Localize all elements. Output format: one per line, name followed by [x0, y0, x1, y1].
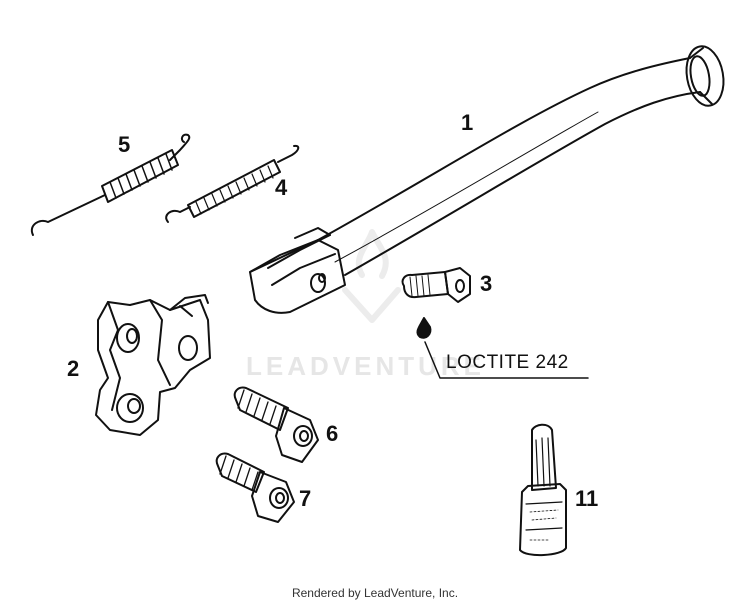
- bolt-7-part: [215, 452, 295, 523]
- watermark-logo: [342, 229, 401, 323]
- callout-bolt-7: 7: [299, 486, 312, 511]
- callout-bracket: 2: [67, 356, 80, 381]
- spring-short-part: [30, 133, 191, 236]
- callout-loctite-bottle: 11: [575, 486, 599, 511]
- callout-spring-short: 5: [118, 132, 131, 157]
- callout-bolt-small: 3: [480, 271, 493, 296]
- callout-spring-long: 4: [275, 175, 288, 200]
- loctite-annotation: LOCTITE 242: [446, 352, 569, 373]
- callout-bolt-6: 6: [326, 421, 339, 446]
- loctite-drop: [416, 317, 589, 379]
- spring-long-part: [165, 144, 300, 223]
- render-credit: Rendered by LeadVenture, Inc.: [291, 586, 459, 600]
- loctite-bottle-part: [519, 423, 567, 556]
- kickstand-part: [249, 45, 725, 314]
- watermark-text: LEADVENTURE: [246, 351, 486, 381]
- bolt-6-part: [233, 386, 319, 463]
- bolt-small-part: [401, 267, 471, 303]
- callout-kickstand: 1: [461, 110, 474, 135]
- bracket-part: [95, 294, 211, 436]
